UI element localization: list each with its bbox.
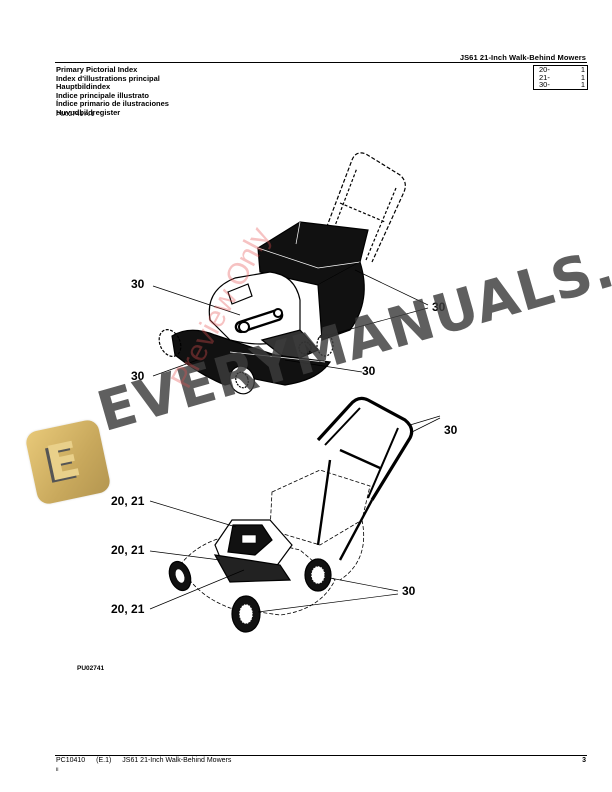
index-title-es: Índice primario de ilustraciones: [56, 99, 169, 109]
callout-label: 30: [432, 300, 446, 314]
figure-id: PU02741: [77, 665, 105, 672]
callout-label: 30: [402, 584, 416, 598]
footer-rule: [55, 755, 587, 756]
footer-sub: ii: [56, 767, 59, 773]
reference-id: PU02741 A.1: [56, 111, 95, 118]
callout-label: 30: [362, 364, 376, 378]
group-page: 1: [580, 72, 585, 82]
group-code[interactable]: 20-: [539, 65, 550, 74]
mower-illustration: [149, 152, 441, 633]
callout-label: 20, 21: [111, 543, 145, 557]
callout-label: 30: [131, 369, 145, 383]
callout-label: 30: [444, 423, 458, 437]
index-title-fr: Index d'illustrations principal: [56, 73, 160, 83]
page-number: 3: [582, 757, 586, 764]
group-reference-box: 20- 1 21- 1 30- 1: [533, 65, 588, 91]
group-page: 1: [580, 80, 585, 90]
callout-label: 30: [131, 277, 145, 291]
group-code[interactable]: 30-: [539, 80, 550, 90]
page-header-title: JS61 21-Inch Walk-Behind Mowers: [459, 53, 586, 62]
footer-edition: (E.1): [96, 757, 112, 764]
group-page: 1: [580, 65, 585, 74]
footer-info: PC10410 (E.1) JS61 21-Inch Walk-Behind M…: [56, 757, 240, 764]
callout-label: 20, 21: [111, 602, 145, 616]
logo-letter: E: [41, 431, 86, 493]
footer-title: JS61 21-Inch Walk-Behind Mowers: [122, 757, 232, 764]
index-title-en: Primary Pictorial Index: [56, 65, 138, 74]
everymanuals-logo-icon: E: [24, 418, 112, 506]
group-row: 30- 1: [534, 80, 587, 91]
index-title-it: Indice principale illustrato: [56, 90, 149, 100]
group-row: 21- 1: [534, 72, 587, 82]
group-row: 20- 1: [534, 66, 587, 74]
footer-doc-number: PC10410: [56, 757, 86, 764]
index-title-sv: Huvudbildregister: [56, 107, 121, 117]
group-code[interactable]: 21-: [539, 72, 550, 82]
index-title-de: Hauptbildindex: [56, 82, 111, 92]
header-rule: [55, 62, 587, 63]
top-mower-drawing: [158, 152, 406, 395]
bottom-mower-drawing: [168, 396, 414, 633]
index-titles: Primary Pictorial Index Index d'illustra…: [56, 65, 169, 118]
callout-label: 20, 21: [111, 494, 145, 508]
